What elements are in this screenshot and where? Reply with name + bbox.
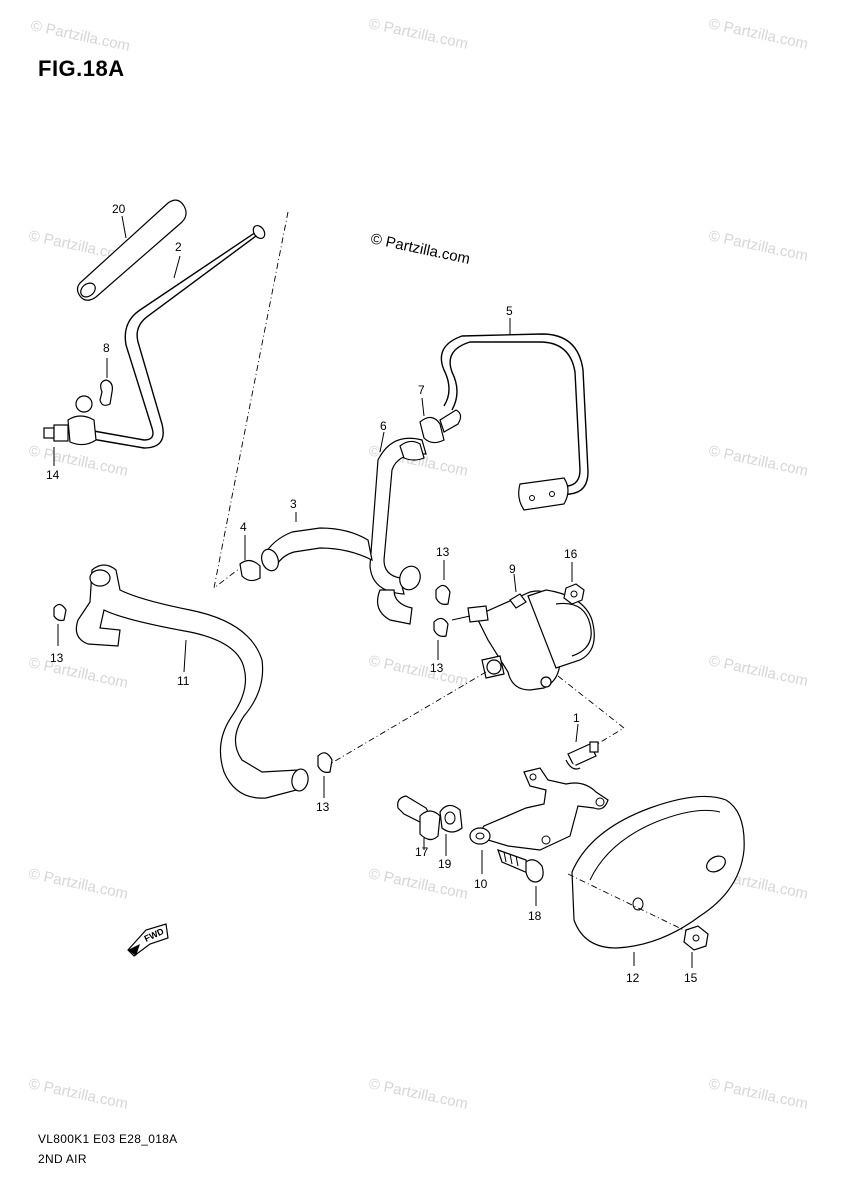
- callout-9: 9: [509, 562, 516, 576]
- callout-4: 4: [240, 520, 247, 534]
- callout-2: 2: [175, 240, 182, 254]
- watermark: © Partzilla.com: [29, 17, 131, 55]
- assembly-line: [557, 675, 625, 747]
- callout-12: 12: [626, 971, 640, 985]
- part-16-nut: [563, 562, 585, 605]
- part-15-nut: [683, 925, 709, 968]
- part-14-bolt: [43, 395, 97, 466]
- part-13-clamp-lower: [317, 752, 333, 798]
- part-3-hose: [260, 512, 413, 625]
- callout-5: 5: [506, 304, 513, 318]
- part-12-canister: [571, 795, 745, 966]
- callout-14: 14: [46, 468, 60, 482]
- part-13-clamp-upper: [433, 560, 451, 660]
- watermark: © Partzilla.com: [367, 652, 469, 690]
- callout-18: 18: [528, 909, 542, 923]
- diagram-name: 2ND AIR: [38, 1152, 87, 1166]
- watermark: © Partzilla.com: [707, 652, 809, 690]
- callout-10: 10: [474, 877, 488, 891]
- callout-1: 1: [573, 711, 580, 725]
- callout-20: 20: [112, 202, 126, 216]
- watermark: © Partzilla.com: [367, 15, 469, 53]
- part-2-tube: [85, 224, 266, 449]
- part-17-collar: [397, 795, 441, 850]
- callout-17: 17: [415, 845, 429, 859]
- watermark: © Partzilla.com: [367, 1075, 469, 1113]
- figure-title: FIG.18A: [38, 56, 125, 81]
- callout-11: 11: [177, 674, 190, 688]
- assembly-line: [329, 671, 487, 765]
- assembly-line: [213, 211, 289, 590]
- callout-16: 16: [564, 547, 578, 561]
- watermark: © Partzilla.com: [27, 654, 129, 692]
- part-1-fitting: [565, 723, 599, 770]
- part-19-grommet: [439, 804, 463, 856]
- watermark: © Partzilla.com: [707, 442, 809, 480]
- watermark: © Partzilla.com: [367, 865, 469, 903]
- callout-15: 15: [684, 971, 698, 985]
- diagram-code: VL800K1 E03 E28_018A: [38, 1132, 178, 1146]
- part-8-clip: [99, 358, 113, 406]
- part-9-air-valve: [451, 573, 595, 691]
- watermark: © Partzilla.com: [707, 15, 809, 53]
- assembly-line: [567, 873, 693, 935]
- fwd-arrow-icon: FWD: [127, 923, 169, 957]
- callout-7: 7: [418, 383, 425, 397]
- callout-layer: 20 2 8 14 5 7 6 3 4 13 16 9 13 13 11 13 …: [46, 202, 698, 985]
- part-5-pipe: [440, 318, 589, 511]
- part-18-bolt: [497, 849, 544, 906]
- callout-13: 13: [430, 661, 444, 675]
- part-11-hose: [75, 564, 309, 799]
- part-13-clamp-left: [53, 603, 67, 646]
- part-4-clamp: [239, 535, 261, 582]
- callout-8: 8: [103, 341, 110, 355]
- leader-line: [121, 215, 127, 239]
- watermark: © Partzilla.com: [27, 442, 129, 480]
- watermark: © Partzilla.com: [707, 227, 809, 265]
- callout-13: 13: [316, 800, 330, 814]
- watermark: © Partzilla.com: [27, 1075, 129, 1113]
- part-6-hose: [369, 431, 427, 595]
- callout-13: 13: [50, 651, 64, 665]
- callout-19: 19: [438, 857, 452, 871]
- part-7-clamp: [419, 397, 462, 444]
- copyright-notice: © Partzilla.com: [369, 230, 471, 268]
- callout-13: 13: [436, 545, 450, 559]
- watermark: © Partzilla.com: [707, 1075, 809, 1113]
- callout-6: 6: [380, 419, 387, 433]
- watermark: © Partzilla.com: [27, 865, 129, 903]
- part-10-bracket: [469, 767, 609, 874]
- callout-3: 3: [290, 497, 297, 511]
- part-20-hose: [76, 199, 187, 301]
